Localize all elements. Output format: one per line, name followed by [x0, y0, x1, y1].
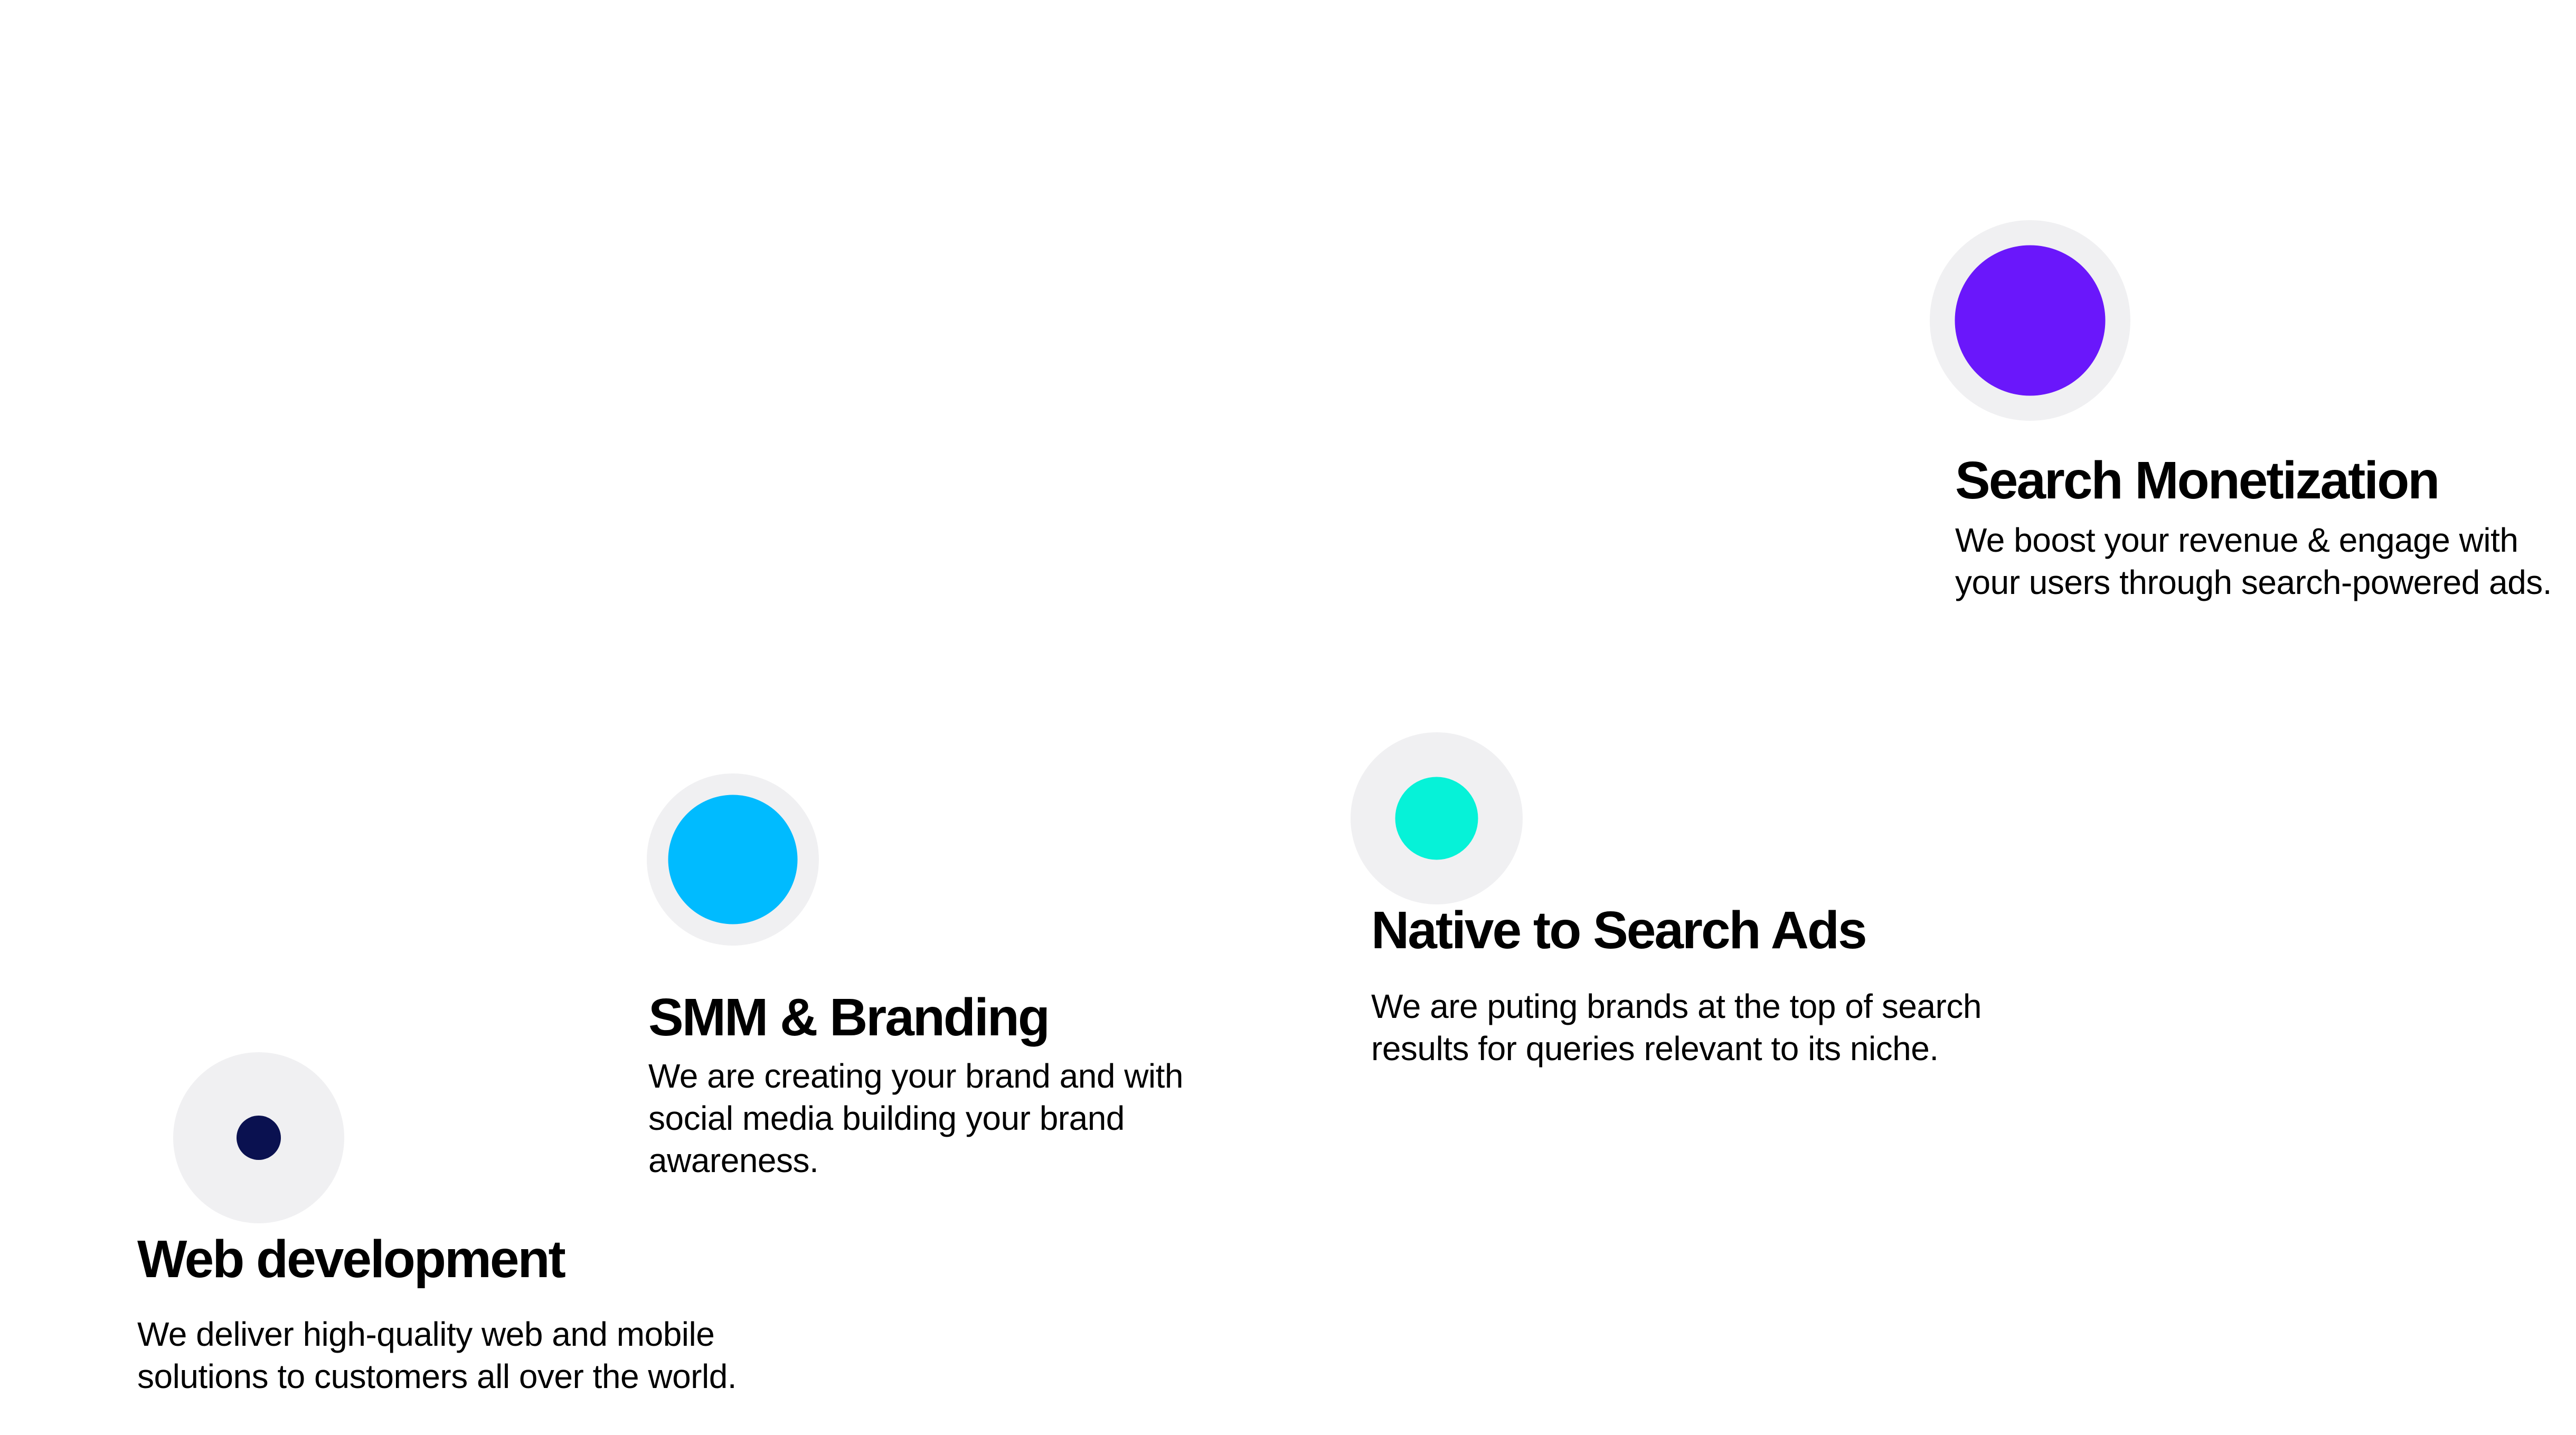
- service-description: We are creating your brand and with soci…: [648, 1057, 1184, 1179]
- native-search-ads-dot-icon: [1395, 777, 1478, 860]
- service-icon-ring: [647, 773, 819, 946]
- service-description: We deliver high-quality web and mobile s…: [137, 1315, 737, 1395]
- service-description: We boost your revenue & engage with your…: [1955, 521, 2552, 601]
- service-title: Native to Search Ads: [1371, 901, 1867, 960]
- service-icon-ring: [173, 1052, 344, 1223]
- service-icon-ring: [1351, 732, 1523, 904]
- search-monetization-dot-icon: [1955, 245, 2106, 396]
- service-description: We are puting brands at the top of searc…: [1371, 987, 1981, 1068]
- smm-branding-dot-icon: [668, 795, 798, 924]
- service-title: SMM & Branding: [648, 988, 1050, 1047]
- web-development-dot-icon: [237, 1116, 281, 1160]
- service-title: Web development: [137, 1230, 566, 1289]
- service-icon-ring: [1930, 220, 2130, 421]
- service-title: Search Monetization: [1955, 451, 2440, 510]
